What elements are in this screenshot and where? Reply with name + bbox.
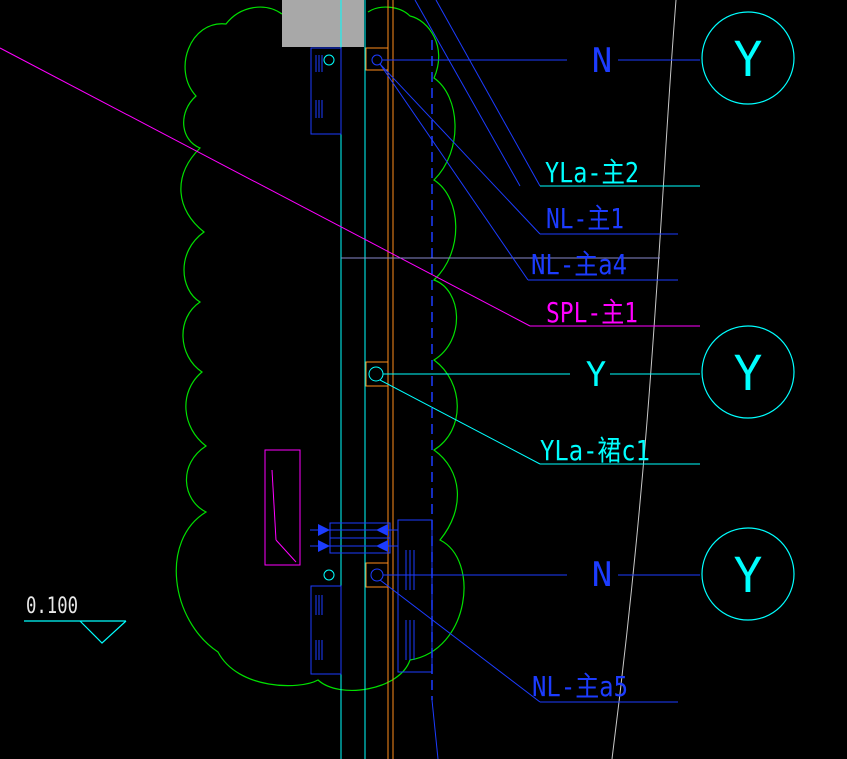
label-yla-skirt-c1: YLa-裙c1 — [540, 434, 650, 467]
gray-block — [282, 0, 364, 47]
lower-right-valve-marks — [405, 550, 415, 660]
label-yla-main2: YLa-主2 — [545, 156, 639, 189]
blue-line-tail — [431, 699, 439, 759]
leader-nl-main-a5-diag — [379, 579, 541, 703]
circle-bottom-letter: Y — [734, 548, 763, 604]
bottom-left-pipe-circle — [323, 569, 335, 581]
elevation-value: 0.100 — [26, 594, 78, 619]
equipment-box-mark-2 — [275, 539, 297, 563]
axis-circle-top: Y — [701, 11, 795, 105]
marker-mid-y: Y — [586, 355, 606, 395]
top-left-pipe-circle — [323, 54, 335, 66]
leader-nl-main-a4-diag — [379, 63, 529, 281]
light-boundary-curve — [611, 0, 677, 759]
lower-left-valve-box — [310, 585, 342, 675]
lower-left-valve-marks — [315, 595, 323, 660]
axis-circle-mid: Y — [701, 325, 795, 419]
leader-diag-top-2 — [414, 0, 521, 187]
circle-top-letter: Y — [734, 32, 763, 88]
label-nl-main-a5: NL-主a5 — [532, 670, 628, 703]
circle-mid-letter: Y — [734, 346, 763, 402]
lower-right-valve-box — [397, 519, 433, 673]
elevation-mark: 0.100 — [24, 594, 127, 644]
leader-yla-skirt-diag — [379, 379, 541, 465]
leader-nl-main1-diag — [379, 63, 541, 235]
label-nl-main-a4: NL-主a4 — [531, 248, 627, 281]
spl-diagonal-line — [0, 47, 531, 327]
shrub-cloud-outline — [175, 6, 465, 691]
lower-valve-arrows — [318, 524, 388, 552]
marker-bottom-n: N — [592, 555, 612, 595]
top-left-valve-marks — [315, 55, 323, 118]
marker-top-n: N — [592, 41, 612, 81]
top-fitting-box — [365, 47, 389, 71]
label-nl-main1: NL-主1 — [546, 202, 624, 235]
equipment-box — [264, 449, 301, 566]
top-left-valve-box — [310, 47, 342, 135]
label-spl-main1: SPL-主1 — [546, 296, 638, 329]
equipment-box-mark-1 — [271, 469, 277, 541]
axis-circle-bottom: Y — [701, 527, 795, 621]
leader-yla-main2-diag — [435, 0, 541, 187]
